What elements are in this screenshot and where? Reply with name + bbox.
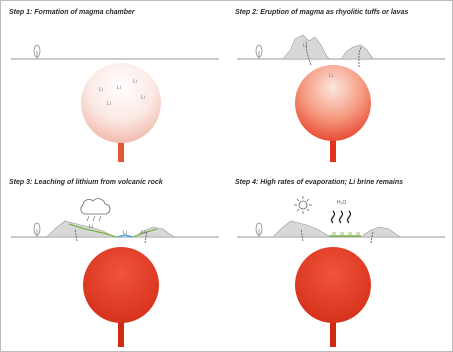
li-marker: Li [123,230,127,236]
tree-icon [34,223,40,237]
water-vapor-label: H₂O [337,200,347,206]
li-marker: Li [141,230,145,236]
rain-cloud-icon [81,199,110,221]
step-2-panel: Step 2: Eruption of magma as rhyolitic t… [233,7,453,179]
li-marker: Li [99,87,103,93]
lithium-brine-markers [333,232,359,235]
li-marker: Li [141,95,145,101]
steam-icon [332,211,351,223]
li-marker: Li [107,101,111,107]
magma-chamber [81,63,161,143]
li-marker: Li [329,73,333,79]
step-2-illustration: Li Li [233,7,453,179]
volcanic-rock-deposit [341,45,373,59]
step-1-illustration: Li Li Li Li Li [7,7,227,179]
tree-icon [34,45,40,59]
step-3-illustration: Li Li Li [7,177,227,349]
li-marker: Li [89,224,93,230]
step-1-panel: Step 1: Formation of magma chamber Li Li… [7,7,227,179]
step-3-panel: Step 3: Leaching of lithium from volcani… [7,177,227,349]
li-marker: Li [117,85,121,91]
magma-chamber [295,247,371,323]
volcanic-rock-deposit [361,227,401,237]
li-marker: Li [133,79,137,85]
tree-icon [256,223,262,237]
tree-icon [256,45,262,59]
sun-icon [294,196,312,214]
step-4-illustration: H₂O [233,177,453,349]
magma-chamber [83,247,159,323]
li-marker: Li [303,43,307,49]
step-4-panel: Step 4: High rates of evaporation; Li br… [233,177,453,349]
magma-chamber [295,65,371,141]
